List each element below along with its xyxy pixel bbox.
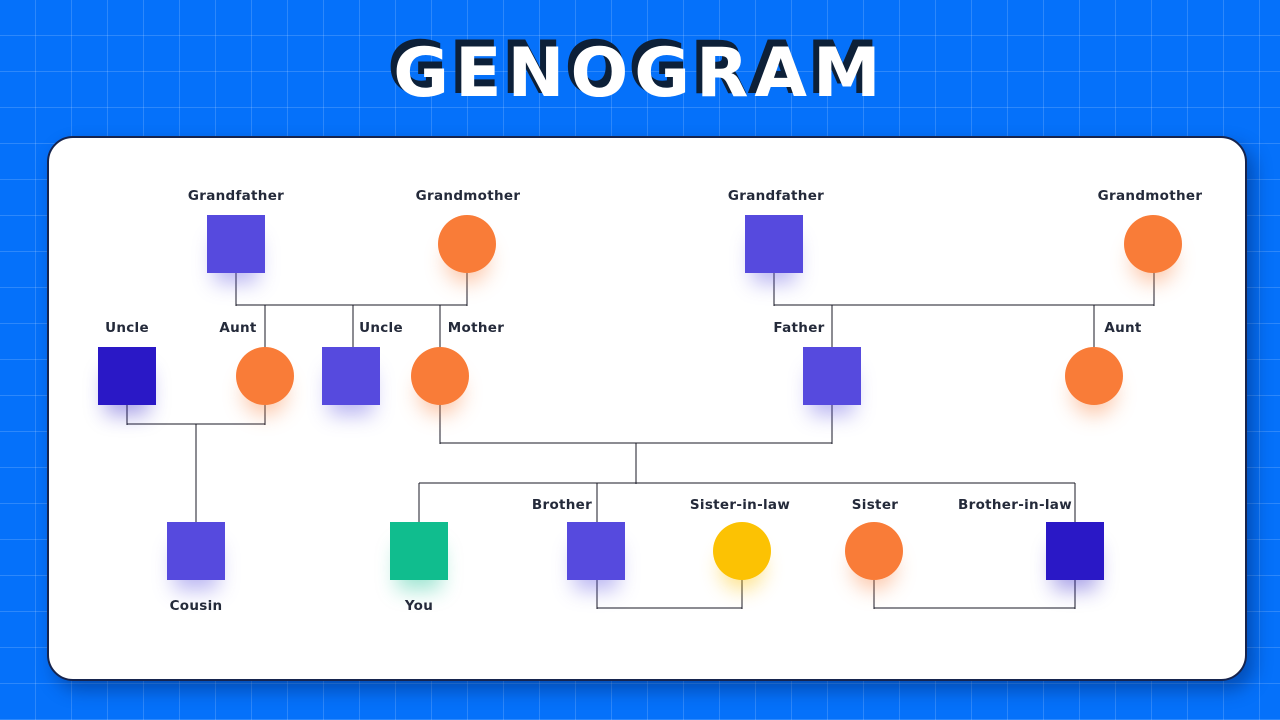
person-label-mother: Mother xyxy=(447,320,505,336)
person-node-brother-in-law xyxy=(1046,522,1104,580)
person-node-brother xyxy=(567,522,625,580)
person-node-grandmother-right xyxy=(1124,215,1182,273)
person-label-sister: Sister xyxy=(851,497,899,513)
person-label-father: Father xyxy=(773,320,825,336)
person-node-sister xyxy=(845,522,903,580)
person-node-aunt-left xyxy=(236,347,294,405)
person-label-grandmother-right: Grandmother xyxy=(1097,188,1203,204)
person-label-you: You xyxy=(404,598,434,614)
person-label-grandfather-left: Grandfather xyxy=(187,188,285,204)
person-node-grandmother-left xyxy=(438,215,496,273)
person-node-uncle-1 xyxy=(98,347,156,405)
person-node-grandfather-left xyxy=(207,215,265,273)
person-label-aunt-right: Aunt xyxy=(1104,320,1142,336)
person-node-aunt-right xyxy=(1065,347,1123,405)
person-label-brother-in-law: Brother-in-law xyxy=(958,497,1072,513)
person-label-brother: Brother xyxy=(531,497,593,513)
person-node-you xyxy=(390,522,448,580)
person-label-uncle-1: Uncle xyxy=(105,320,149,336)
person-node-cousin xyxy=(167,522,225,580)
person-node-grandfather-right xyxy=(745,215,803,273)
person-label-aunt-left: Aunt xyxy=(219,320,257,336)
person-node-father xyxy=(803,347,861,405)
person-label-grandfather-right: Grandfather xyxy=(727,188,825,204)
person-label-cousin: Cousin xyxy=(169,598,223,614)
person-node-sister-in-law xyxy=(713,522,771,580)
person-node-mother xyxy=(411,347,469,405)
person-node-uncle-2 xyxy=(322,347,380,405)
person-label-sister-in-law: Sister-in-law xyxy=(689,497,791,513)
person-label-uncle-2: Uncle xyxy=(359,320,403,336)
person-label-grandmother-left: Grandmother xyxy=(415,188,521,204)
